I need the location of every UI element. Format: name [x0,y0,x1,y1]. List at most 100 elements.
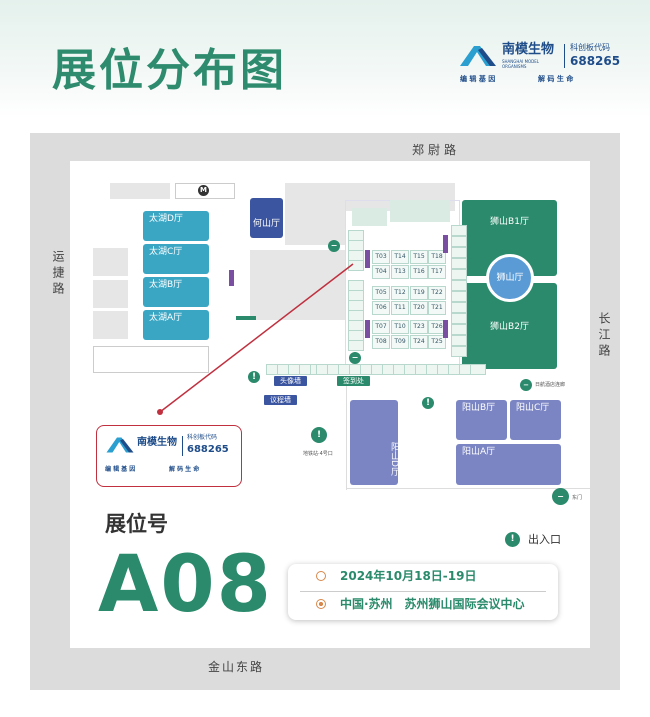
t-booth[interactable]: T26 [428,320,446,334]
tag-checkin: 签到处 [337,376,370,387]
door-icon: − [520,379,532,391]
building-outline [93,346,209,373]
t-booth[interactable]: T24 [410,335,428,349]
hotel-corridor-label: 日航酒店连廊 [535,382,566,388]
t-booth[interactable]: T16 [410,265,428,279]
logo-mark-icon [460,46,496,66]
service-area [390,200,450,222]
road-label-right: 长江路 [597,312,611,360]
booth[interactable] [451,258,467,269]
east-gate-label: 东门 [572,495,583,501]
metro-station-box: M [175,183,235,199]
location-icon [316,599,326,609]
door-icon: − [349,352,361,364]
t-booth[interactable]: T21 [428,301,446,315]
t-booth[interactable]: T19 [410,286,428,300]
t-booth[interactable]: T11 [391,301,409,315]
hall-yangshan-b[interactable]: 阳山B厅 [456,400,507,440]
tag-photo-wall: 头像墙 [274,376,307,387]
marker-bar [365,320,370,338]
hall-yangshan-c[interactable]: 阳山C厅 [510,400,561,440]
t-booth[interactable]: T12 [391,286,409,300]
metro-icon: M [198,185,209,196]
t-booth[interactable]: T09 [391,335,409,349]
booth[interactable] [470,364,486,375]
t-booth[interactable]: T03 [372,250,390,264]
t-booth[interactable]: T17 [428,265,446,279]
marker-bar [443,320,448,338]
entrance-icon: ! [248,371,260,383]
booth[interactable] [451,302,467,313]
booth-label: 展位号 [105,512,168,536]
road-label-top: 郑尉路 [412,143,461,157]
door-icon: − [552,488,569,505]
marker-bar [229,270,234,286]
hall-yangshan-d[interactable]: 阳山D厅 [350,400,399,485]
booth[interactable] [451,280,467,291]
booth[interactable] [451,247,467,258]
t-booth[interactable]: T20 [410,301,428,315]
t-booth[interactable]: T07 [372,320,390,334]
t-booth[interactable]: T08 [372,335,390,349]
t-booth[interactable]: T15 [410,250,428,264]
booth[interactable] [451,269,467,280]
marker-bar [443,235,448,253]
hall-taihu-a[interactable]: 太湖A厅 [143,310,209,340]
hall-taihu-b[interactable]: 太湖B厅 [143,277,209,307]
hall-taihu-d[interactable]: 太湖D厅 [143,211,209,241]
event-date: 2024年10月18日-19日 [340,569,477,583]
entrance-icon: ! [311,427,327,443]
marker-bar [365,250,370,268]
hall-shishan[interactable]: 狮山厅 [486,254,534,302]
building-block [93,280,128,308]
t-booth[interactable]: T14 [391,250,409,264]
booth[interactable] [451,313,467,324]
t-booth[interactable]: T13 [391,265,409,279]
booth[interactable] [451,225,467,236]
divider [346,380,347,490]
booth[interactable] [451,324,467,335]
road-label-bottom: 金山东路 [208,660,265,674]
booth-callout: 南模生物 科创板代码 688265 编 辑 基 因 解 码 生 命 [96,425,242,487]
booth[interactable] [451,335,467,346]
t-booth[interactable]: T23 [410,320,428,334]
tag-agenda-wall: 议程墙 [264,395,297,406]
road-left [30,133,70,690]
t-booth[interactable]: T04 [372,265,390,279]
hall-heshan[interactable]: 何山厅 [250,198,283,238]
road-right [590,133,620,690]
road-top [30,133,620,161]
divider [346,488,590,489]
entrance-legend-icon: ! [505,532,520,547]
hall-yangshan-a[interactable]: 阳山A厅 [456,444,561,485]
marker-bar [236,316,256,320]
t-booth[interactable]: T05 [372,286,390,300]
t-booth[interactable]: T18 [428,250,446,264]
booth[interactable] [348,340,364,351]
t-booth[interactable]: T10 [391,320,409,334]
hall-taihu-c[interactable]: 太湖C厅 [143,244,209,274]
company-logo: 南模生物 SHANGHAI MODEL ORGANISMS 科创板代码 6882… [460,42,621,83]
service-area [352,208,387,226]
building-block [93,311,128,339]
t-booth[interactable]: T25 [428,335,446,349]
booth[interactable] [451,291,467,302]
event-location: 中国·苏州 苏州狮山国际会议中心 [340,597,525,611]
entrance-icon: ! [422,397,434,409]
event-info-card: 2024年10月18日-19日 中国·苏州 苏州狮山国际会议中心 [288,564,558,620]
t-booth[interactable]: T06 [372,301,390,315]
door-icon: − [328,240,340,252]
t-booth[interactable]: T22 [428,286,446,300]
card-divider [300,591,546,592]
entrance-legend-label: 出入口 [528,533,561,546]
metro-label: 地铁站·4号口 [303,451,333,457]
building-block [93,248,128,276]
booth[interactable] [451,236,467,247]
booth[interactable] [348,260,364,271]
hall-shishan-b1-label: 狮山B1厅 [490,217,529,227]
clock-icon [316,571,326,581]
building-block [285,183,345,245]
booth[interactable] [451,346,467,357]
logo-mark-icon [106,437,134,453]
